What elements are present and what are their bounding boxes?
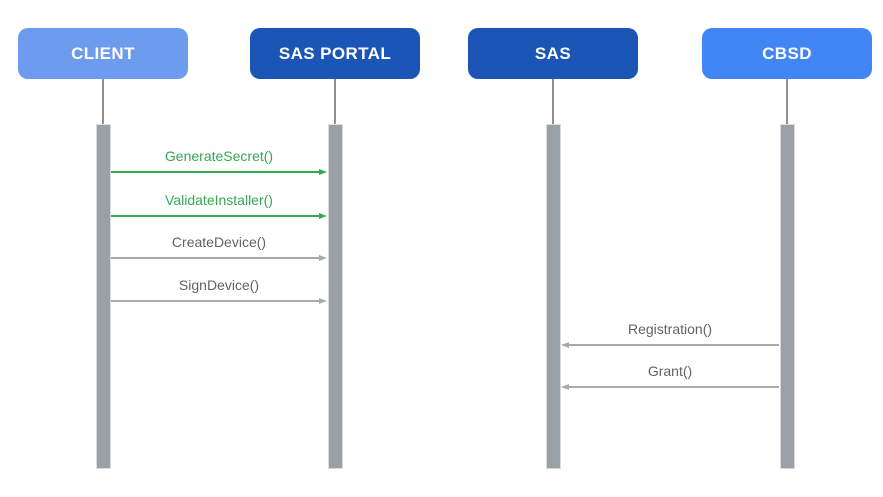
lifeline-cbsd [786,79,788,124]
arrowhead-left-icon [561,383,569,390]
message-label: SignDevice() [178,277,260,293]
activation-bar-cbsd [779,124,795,469]
message-line [568,386,779,388]
actor-box-cbsd: CBSD [702,28,872,79]
arrowhead-right-icon [319,212,327,219]
actor-label-cbsd: CBSD [762,43,812,63]
message-label: CreateDevice() [171,234,267,250]
actor-box-client: CLIENT [18,28,188,79]
message-line [568,344,779,346]
message-label: ValidateInstaller() [165,192,273,208]
message-line [111,300,320,302]
message-label: GenerateSecret() [164,148,274,164]
lifeline-client [102,79,104,124]
arrowhead-right-icon [319,254,327,261]
actor-box-sas: SAS [468,28,638,79]
actor-box-sas_portal: SAS PORTAL [250,28,420,79]
message-line [111,171,320,173]
activation-bar-sas_portal [327,124,343,469]
lifeline-sas_portal [334,79,336,124]
actor-label-sas: SAS [534,43,572,63]
actor-label-sas_portal: SAS PORTAL [278,43,392,63]
message-label: Grant() [647,363,693,379]
arrowhead-right-icon [319,168,327,175]
arrowhead-left-icon [561,341,569,348]
message-label: Registration() [627,321,713,337]
message-line [111,215,320,217]
actor-label-client: CLIENT [71,43,135,63]
lifeline-sas [552,79,554,124]
arrowhead-right-icon [319,297,327,304]
message-line [111,257,320,259]
activation-bar-sas [545,124,561,469]
activation-bar-client [95,124,111,469]
